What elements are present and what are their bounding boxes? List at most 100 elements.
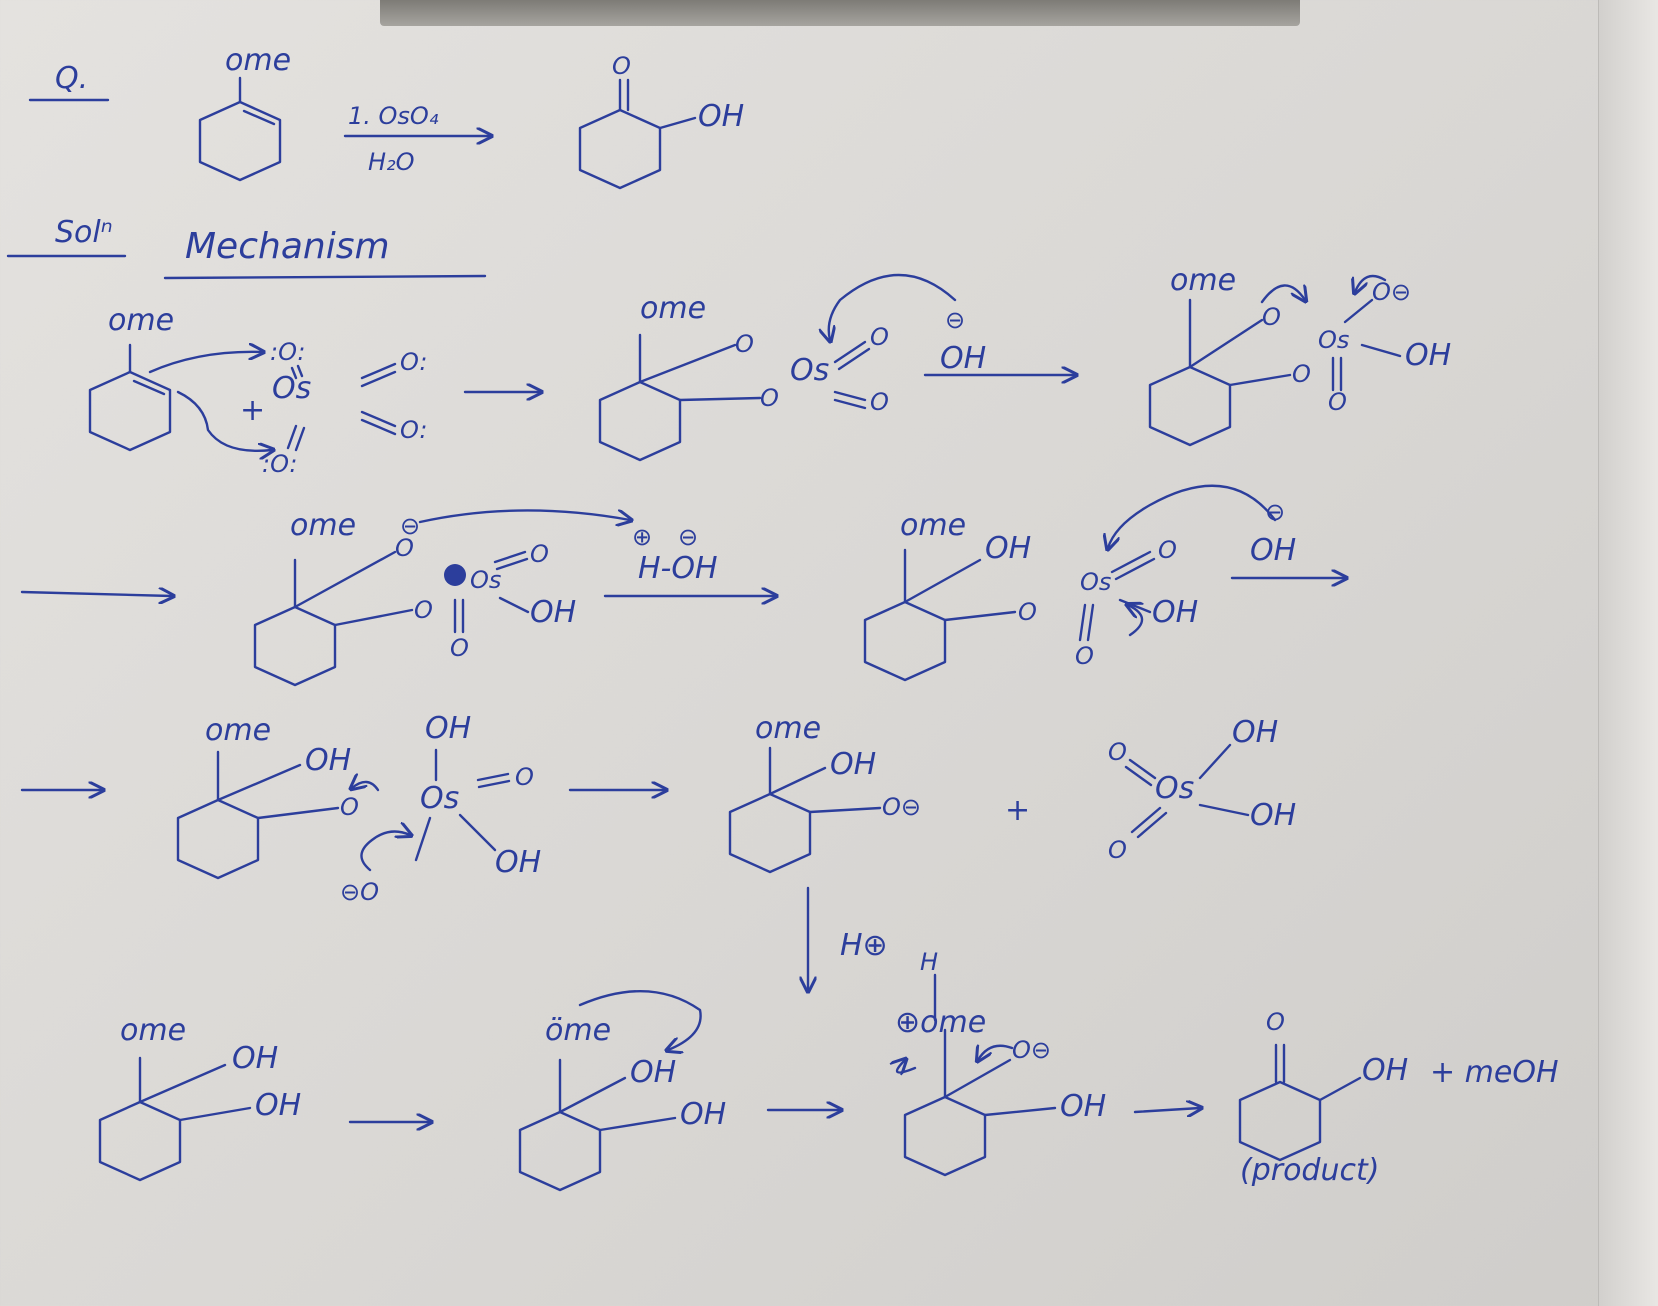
handwritten-solution: Q. ome 1. OsO₄ H₂O O OH (6, 43, 1559, 1192)
row1-step3: ome O O Os O⊖ OH O (1148, 263, 1451, 447)
row4-s2-ome: öme (545, 1013, 611, 1048)
row2-s2-os: Os (1080, 568, 1111, 596)
row1-step1: ome + Os :O: O: O: :O: (88, 303, 540, 478)
row2-s1-ome: ome (290, 508, 356, 543)
row3-s1-oh-top: OH (425, 711, 471, 746)
row3-osmium-acid: Os OH OH O O (1108, 715, 1296, 864)
product-oh: OH (698, 99, 744, 134)
row1-s2-nucleophile: ⊖ (945, 306, 965, 334)
row1-s3-o-down: O (1328, 388, 1347, 416)
row3-s2-o-minus: O⊖ (882, 793, 921, 821)
row3-plus: + (1005, 793, 1030, 828)
row1-os-center: Os (272, 371, 311, 406)
row3-s1-o-minus: ⊖O (340, 878, 379, 906)
row2-s2-ome: ome (900, 508, 966, 543)
reaction-arrow: 1. OsO₄ H₂O (343, 102, 490, 176)
row2-step1: ome ⊖ O O Os O OH O (253, 508, 630, 687)
row2: ome ⊖ O O Os O OH O ⊕ ⊖ (20, 484, 1345, 687)
row2-water-minus: ⊖ (678, 523, 698, 551)
row1-s2-o-eq-top: O (870, 323, 889, 351)
row3-proton: H⊕ (840, 928, 888, 963)
row1-o-right-top: O: (400, 348, 427, 376)
reagent-bottom: H₂O (368, 148, 415, 176)
row3-s3-oh: OH (1250, 798, 1296, 833)
page-edge (1598, 0, 1658, 1306)
row1-o-right-bottom: O: (400, 416, 427, 444)
row4-s1-oh-top: OH (232, 1041, 278, 1076)
row2-s2-o-eq: O (1158, 536, 1177, 564)
row2-water-plus: ⊕ (632, 523, 652, 551)
row1-s2-os: Os (790, 353, 829, 388)
row2-s1-os: Os (470, 566, 501, 594)
row4-byproduct: + meOH (1430, 1055, 1559, 1090)
row3-s1-oh-low: OH (495, 845, 541, 880)
row3-step2: ome OH O⊖ + (728, 711, 1030, 874)
row4-s3-h: H (920, 948, 938, 976)
row1-o-bottom: :O: (262, 450, 298, 478)
row2-water: H-OH (638, 551, 718, 586)
row2-s2-oh-right: OH (1152, 595, 1198, 630)
solution-header: Solⁿ Mechanism (6, 215, 487, 280)
row3-s1-o-eq: O (515, 763, 534, 791)
row2-s1-o-eq: O (530, 540, 549, 568)
row4-diol: ome OH OH (98, 1013, 430, 1182)
row3-step1: ome OH O Os OH O OH ⊖O (176, 711, 665, 906)
row1-s3-ome: ome (1170, 263, 1236, 298)
row4: ome OH OH öme OH OH (98, 948, 1559, 1192)
row4-step2: öme OH OH (518, 990, 840, 1192)
row4-s4-oh: OH (1362, 1053, 1408, 1088)
row4-s2-oh-top: OH (630, 1055, 676, 1090)
reactant-substituent: ome (225, 43, 291, 78)
row2-s1-o-top: O (395, 534, 414, 562)
row4-product: O OH + meOH (product) (1238, 1008, 1559, 1188)
reactant-ring: ome (198, 43, 291, 182)
row3-s3-oh-top: OH (1232, 715, 1278, 750)
row2-s1-oh: OH (530, 595, 576, 630)
row3-s2-ome: ome (755, 711, 821, 746)
row1-reagent-oh: OH (940, 341, 986, 376)
row4-step3: H ⊕ome O⊖ OH (895, 948, 1200, 1177)
row1-s3-o-minus: O⊖ (1372, 278, 1411, 306)
row3-protonation: H⊕ (808, 886, 888, 990)
row2-s2-o: O (1018, 598, 1037, 626)
row3-s1-o: O (340, 793, 359, 821)
row3-s3-os: Os (1155, 771, 1194, 806)
row1-s3-o-bottom: O (1292, 360, 1311, 388)
product-oxo: O (612, 52, 631, 80)
row4-s2-oh: OH (680, 1097, 726, 1132)
question-section: Q. ome 1. OsO₄ H₂O O OH (28, 43, 744, 190)
target-product: O OH (578, 52, 744, 190)
row2-s2-nucleophile: ⊖ (1265, 498, 1285, 526)
row4-s3-oh: OH (1060, 1089, 1106, 1124)
row2-s1-minus: ⊖ (400, 512, 420, 540)
row1-s2-o-eq-bottom: O (870, 388, 889, 416)
row2-step2: ome OH O Os O OH O ⊖ OH (863, 484, 1345, 682)
row1-s1-ome: ome (108, 303, 174, 338)
row1-s2-ome: ome (640, 291, 706, 326)
row3-s3-o-bottom: O (1108, 836, 1127, 864)
solution-label: Solⁿ (55, 215, 113, 250)
row2-s2-oh: OH (985, 531, 1031, 566)
row4-s3-ome: ⊕ome (895, 1005, 986, 1040)
ruler-edge (380, 0, 1300, 26)
row1-s3-oh: OH (1405, 338, 1451, 373)
mechanism-title: Mechanism (185, 226, 390, 267)
row1: ome + Os :O: O: O: :O: (88, 263, 1451, 478)
row3-s1-os: Os (420, 781, 459, 816)
row1-s3-os: Os (1318, 326, 1349, 354)
row1-step2: ome O O Os O O ⊖ OH (598, 273, 1075, 462)
product-caption: (product) (1240, 1153, 1379, 1188)
row4-s1-oh: OH (255, 1088, 301, 1123)
row2-water: ⊕ ⊖ H-OH (603, 523, 775, 596)
row1-s2-o-bottom: O (760, 384, 779, 412)
row1-s3-o-top: O (1262, 303, 1281, 331)
row1-plus: + (240, 393, 265, 428)
row2-reagent-oh: OH (1250, 533, 1296, 568)
row3-s1-oh: OH (305, 743, 351, 778)
reagent-top: 1. OsO₄ (348, 102, 439, 130)
row1-s2-o-top: O (735, 330, 754, 358)
row4-s3-o-minus: O⊖ (1012, 1036, 1051, 1064)
row2-s1-o-bottom: O (414, 596, 433, 624)
row4-s4-oxo: O (1266, 1008, 1285, 1036)
